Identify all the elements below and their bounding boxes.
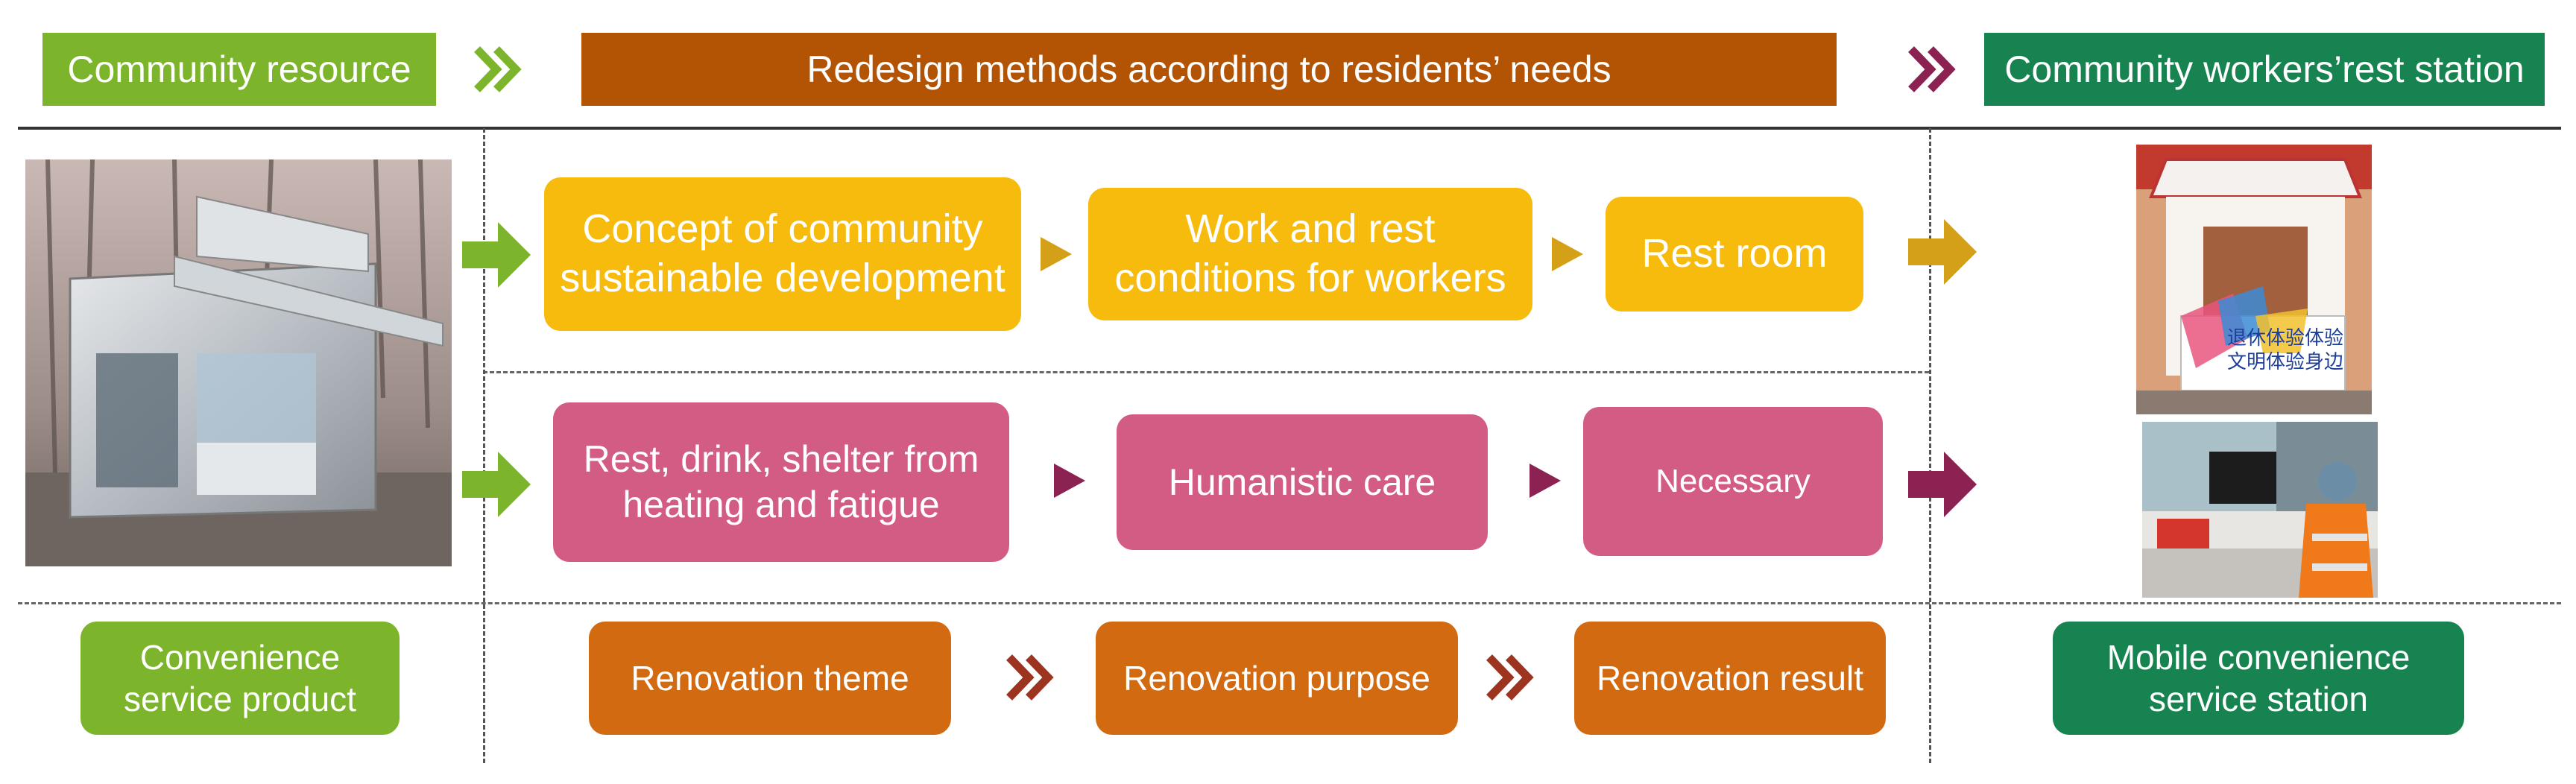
box-work-rest-conditions: Work and rest conditions for workers [1088, 188, 1532, 320]
sign-line-2: 文明体验身边 [2227, 351, 2343, 373]
header-rest-station: Community workers’rest station [1984, 33, 2545, 106]
box-necessary: Necessary [1583, 407, 1883, 556]
rest-station-photo: 退休体验体验 文明体验身边 [2136, 145, 2372, 414]
triangle-right-icon [1041, 237, 1072, 271]
block-arrow-right-icon [1908, 219, 1977, 285]
box-mobile-convenience-station: Mobile convenience service station [2053, 622, 2464, 735]
header-redesign-methods: Redesign methods according to residents’… [581, 33, 1837, 106]
row-divider-dashed [483, 371, 1929, 373]
triangle-right-icon [1530, 464, 1561, 498]
box-rest-room: Rest room [1606, 197, 1863, 312]
box-humanistic-care: Humanistic care [1117, 414, 1488, 550]
sign-line-1: 退休体验体验 [2227, 327, 2343, 350]
box-renovation-theme: Renovation theme [589, 622, 951, 735]
kiosk-photo [25, 159, 452, 566]
triangle-right-icon [1552, 237, 1583, 271]
triangle-right-icon [1054, 464, 1085, 498]
worker-station-photo [2142, 422, 2378, 598]
block-arrow-right-icon [462, 222, 531, 288]
double-chevron-right-icon [474, 46, 522, 92]
bottom-divider-dashed [18, 602, 2561, 604]
column-divider-right [1929, 128, 1931, 763]
block-arrow-right-icon [462, 452, 531, 517]
double-chevron-right-icon [1006, 654, 1054, 701]
column-divider-left [483, 128, 485, 763]
box-renovation-purpose: Renovation purpose [1096, 622, 1458, 735]
block-arrow-right-icon [1908, 452, 1977, 517]
box-renovation-result: Renovation result [1574, 622, 1886, 735]
header-divider [18, 127, 2561, 130]
header-community-resource: Community resource [42, 33, 436, 106]
box-convenience-service-product: Convenience service product [80, 622, 400, 735]
box-community-sustainable-development: Concept of community sustainable develop… [544, 177, 1021, 331]
double-chevron-right-icon [1908, 46, 1956, 92]
box-rest-drink-shelter: Rest, drink, shelter from heating and fa… [553, 402, 1009, 562]
double-chevron-right-icon [1486, 654, 1534, 701]
